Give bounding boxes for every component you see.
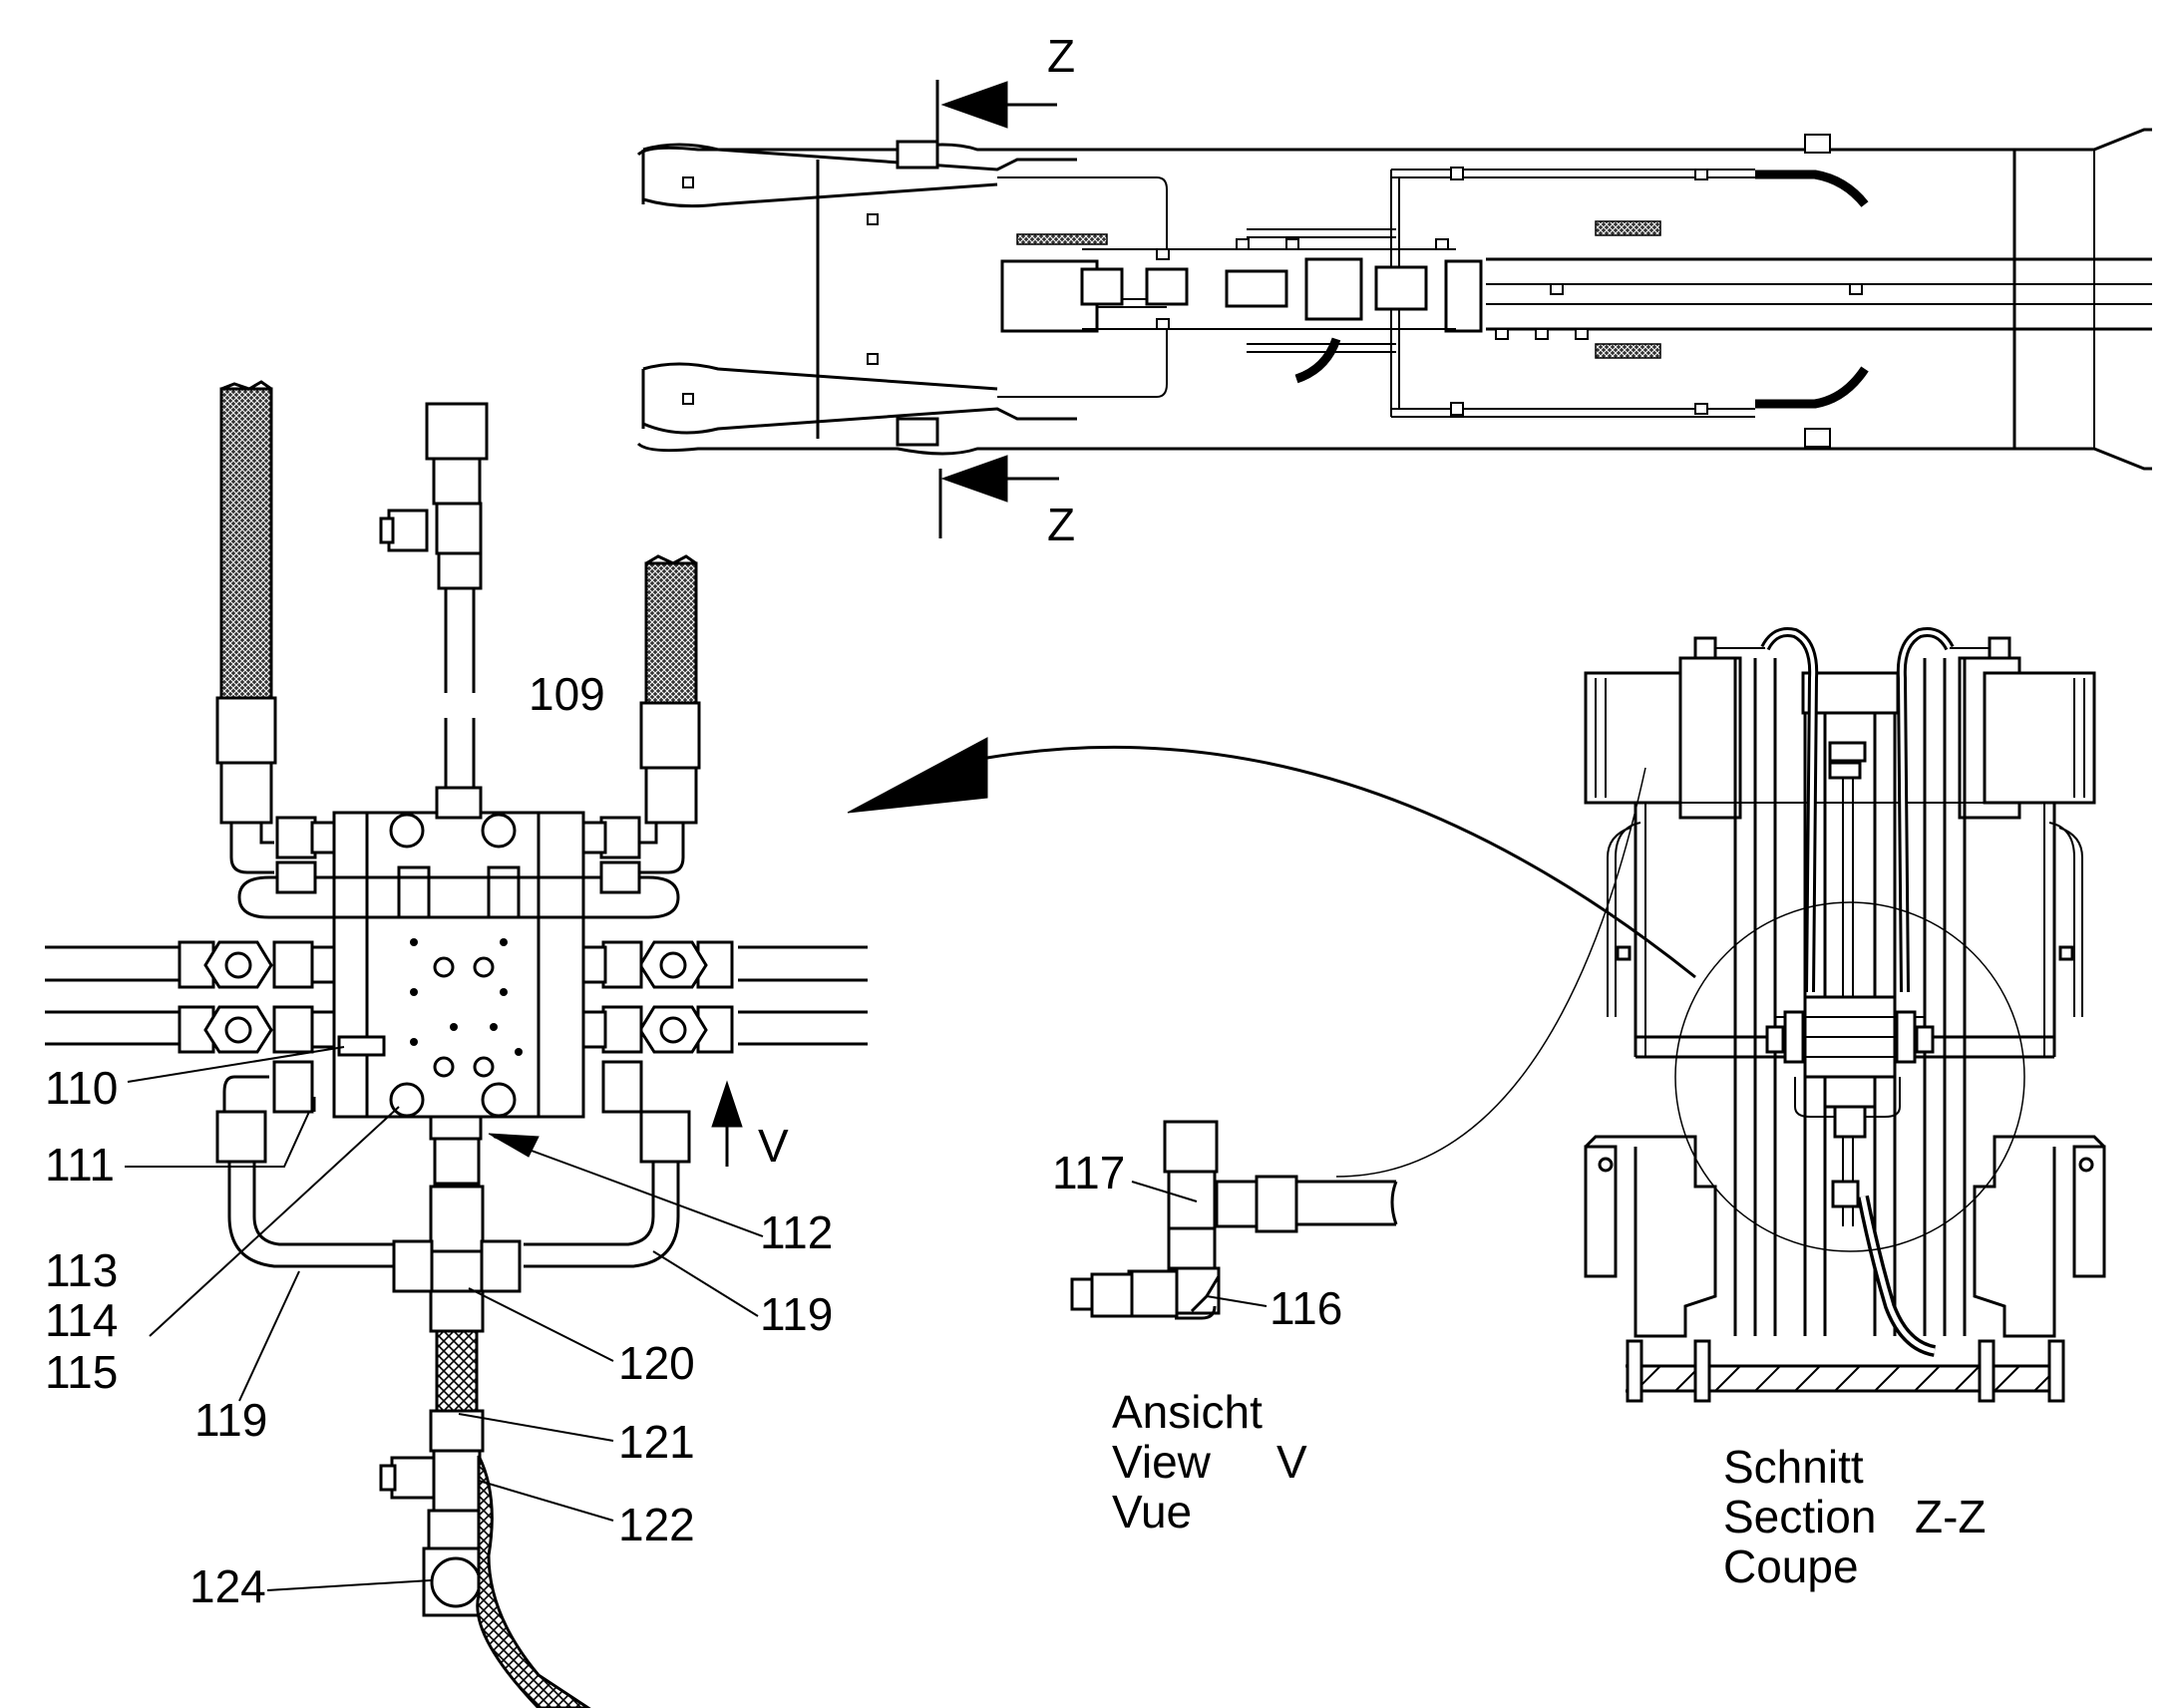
view-v-detail <box>1070 1120 1398 1320</box>
view-caption-en: View <box>1112 1436 1212 1488</box>
part-label-120: 120 <box>618 1337 695 1389</box>
part-label-115: 115 <box>45 1346 118 1398</box>
boom-plan-view: Z Z <box>636 30 2152 550</box>
section-caption-en: Section <box>1723 1491 1876 1542</box>
part-label-112: 112 <box>760 1206 833 1258</box>
part-label-110: 110 <box>45 1062 118 1114</box>
part-label-121: 121 <box>618 1416 695 1468</box>
part-label-111: 111 <box>45 1139 115 1191</box>
part-label-122: 122 <box>618 1499 695 1550</box>
section-caption-de: Schnitt <box>1723 1441 1864 1493</box>
part-label-124: 124 <box>189 1560 266 1612</box>
section-zz-detail <box>1335 627 2106 1403</box>
section-caption-fr: Coupe <box>1723 1540 1859 1592</box>
part-label-116: 116 <box>1270 1282 1342 1334</box>
part-label-109: 109 <box>529 668 605 720</box>
view-caption-fr: Vue <box>1112 1486 1192 1537</box>
section-marker-top: Z <box>1047 30 1075 82</box>
part-label-113: 113 <box>45 1244 118 1296</box>
part-label-114: 114 <box>45 1294 118 1346</box>
part-label-119-left: 119 <box>194 1394 267 1446</box>
view-marker: V <box>758 1120 789 1172</box>
part-label-117: 117 <box>1052 1147 1125 1198</box>
section-marker-bottom: Z <box>1047 499 1075 550</box>
manifold-detail: V <box>45 380 1696 1708</box>
section-caption-letter: Z-Z <box>1915 1491 1987 1542</box>
view-caption-de: Ansicht <box>1112 1386 1263 1438</box>
part-label-119-right: 119 <box>760 1288 833 1340</box>
view-caption-letter: V <box>1276 1436 1307 1488</box>
